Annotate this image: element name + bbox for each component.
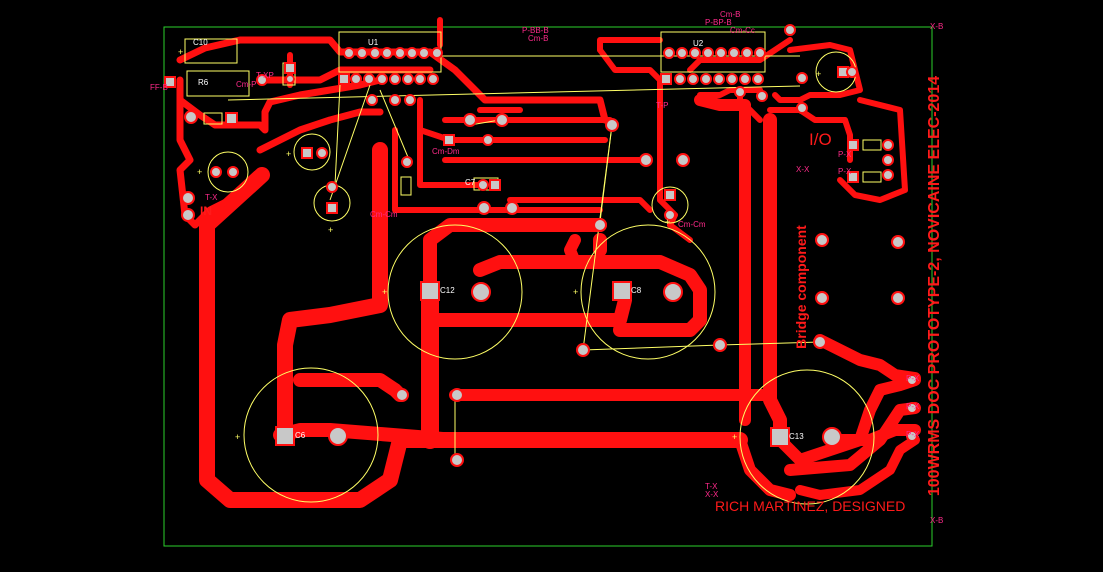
board-outline: [163, 26, 933, 547]
marker-cm-b-2: Cm-B: [720, 10, 741, 19]
r6-outline: [186, 70, 250, 97]
svg-text:+: +: [197, 167, 202, 177]
svg-text:+: +: [816, 69, 821, 79]
c12-label: C12: [440, 286, 455, 295]
marker-cm-dm: Cm-Dm: [432, 147, 460, 156]
marker-x-b-2: X-B: [930, 516, 944, 525]
u1-label: U1: [368, 38, 379, 47]
c6-label: C6: [295, 431, 306, 440]
marker-p-x: P-X: [838, 150, 852, 159]
c10-label: C10: [193, 38, 208, 47]
svg-text:+: +: [235, 432, 240, 442]
c13-label: C13: [789, 432, 804, 441]
silkscreen: [184, 31, 882, 505]
c7-label: C7: [465, 178, 476, 187]
svg-text:+: +: [665, 217, 670, 227]
marker-p-bb: P-BB-B: [522, 26, 549, 35]
marker-p-x-2: P-X: [838, 167, 852, 176]
c8-outline: [580, 224, 716, 360]
marker-t-xp: T-XP: [256, 71, 274, 80]
pads: [164, 24, 918, 467]
in-label: IN: [200, 204, 212, 218]
vertical-title: 100WRMS DOC PROTOTYPE-2, NOVICAINE ELEC-…: [926, 75, 943, 497]
svg-text:+: +: [328, 225, 333, 235]
c13-outline: [739, 369, 875, 505]
marker-tx-low: T-X: [705, 482, 718, 491]
marker-cm-p: Cm-P: [236, 80, 257, 89]
svg-text:+: +: [732, 432, 737, 442]
small-cap-1: [207, 151, 249, 193]
polarity-markers: + + + + + + + + + +: [178, 47, 821, 442]
c6-outline: [243, 367, 379, 503]
small-cap-2: [293, 133, 331, 171]
designer-label: RICH MARTINEZ, DESIGNED: [715, 498, 906, 514]
c12-outline: [387, 224, 523, 360]
bridge-label: Bridge component: [793, 225, 809, 349]
marker-xx-low: X-X: [705, 490, 719, 499]
marker-p3: P-X: [906, 430, 920, 439]
svg-text:+: +: [573, 287, 578, 297]
marker-t-p: T-P: [656, 101, 669, 110]
small-cap-4: [651, 186, 689, 224]
marker-x-x: X-X: [796, 165, 810, 174]
svg-text:+: +: [178, 47, 183, 57]
marker-cm-cm: Cm-Cm: [370, 210, 398, 219]
marker-t-x: T-X: [205, 193, 218, 202]
svg-text:+: +: [286, 149, 291, 159]
io-label: I/O: [809, 130, 832, 149]
marker-cm-b: Cm-B: [528, 34, 549, 43]
svg-text:+: +: [382, 287, 387, 297]
r6-label: R6: [198, 78, 209, 87]
marker-cm-cc: Cm-Cc: [730, 26, 755, 35]
marker-p1: P-X: [906, 374, 920, 383]
u2-label: U2: [693, 39, 704, 48]
marker-p2: P-X: [906, 402, 920, 411]
marker-cm-cm-2: Cm-Cm: [678, 220, 706, 229]
marker-x-b: X-B: [930, 22, 944, 31]
marker-p-bp: P-BP-B: [705, 18, 732, 27]
c10-outline: [184, 38, 238, 64]
c8-label: C8: [631, 286, 642, 295]
marker-ff-b: FF-B: [150, 83, 168, 92]
